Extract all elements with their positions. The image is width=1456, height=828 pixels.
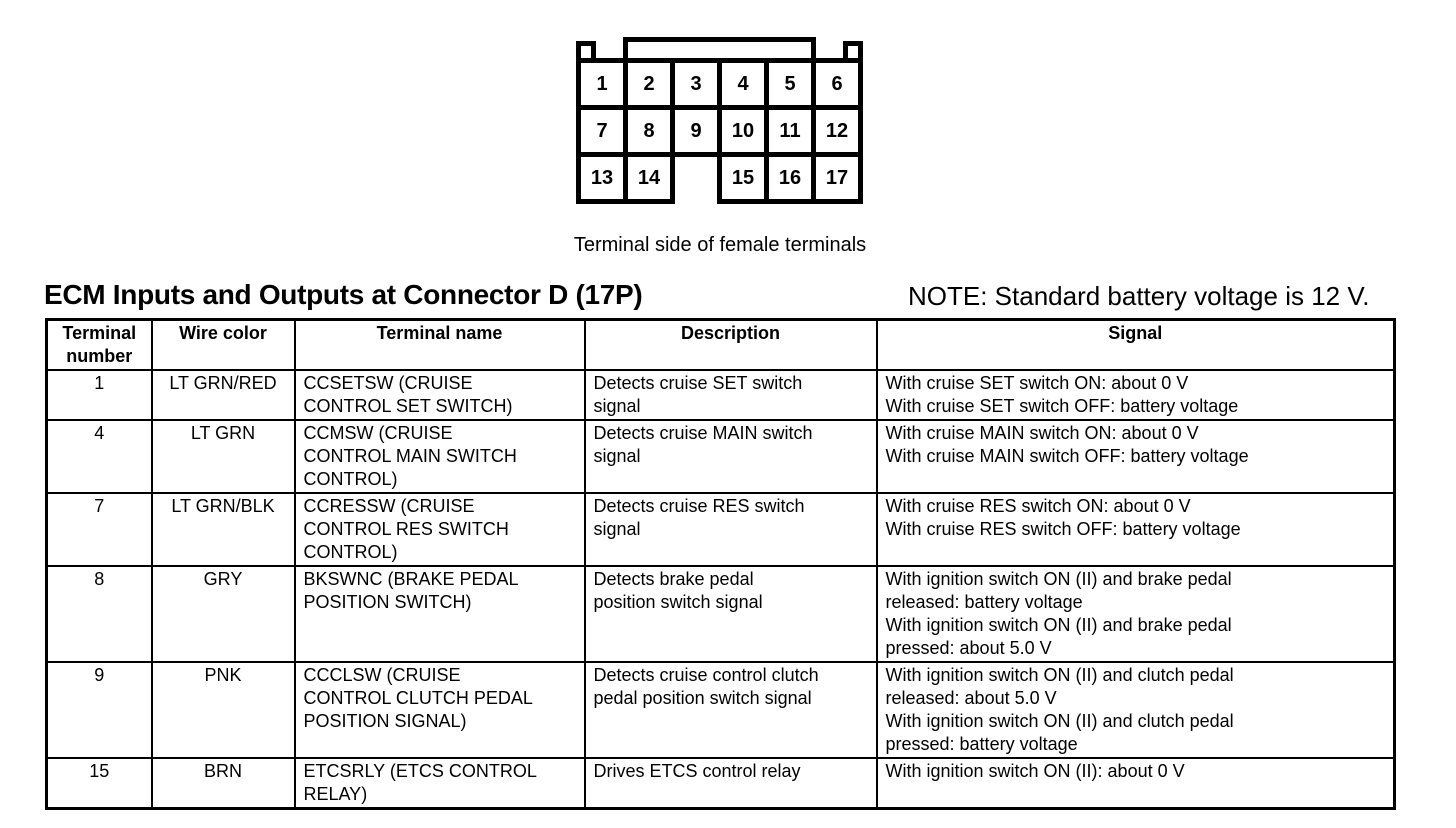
- cell-description: Detects cruise RES switch signal: [583, 492, 878, 567]
- column-header: Terminal name: [293, 318, 586, 371]
- terminal-cell: 15: [717, 152, 769, 204]
- terminal-cell: 13: [576, 152, 628, 204]
- cell-wire-color: GRY: [150, 565, 296, 663]
- cell-terminal-name: BKSWNC (BRAKE PEDAL POSITION SWITCH): [293, 565, 586, 663]
- cell-terminal-name: CCRESSW (CRUISE CONTROL RES SWITCH CONTR…: [293, 492, 586, 567]
- cell-wire-color: LT GRN/RED: [150, 369, 296, 421]
- cell-terminal-name: ETCSRLY (ETCS CONTROL RELAY): [293, 757, 586, 810]
- cell-signal: With cruise SET switch ON: about 0 V Wit…: [875, 369, 1396, 421]
- page-title: ECM Inputs and Outputs at Connector D (1…: [44, 279, 643, 310]
- terminal-cell: 2: [623, 58, 675, 110]
- cell-terminal: 15: [45, 757, 153, 810]
- cell-signal: With ignition switch ON (II) and clutch …: [875, 661, 1396, 759]
- column-header: Signal: [875, 318, 1396, 371]
- connector-caption: Terminal side of female terminals: [573, 234, 867, 256]
- terminal-cell: 10: [717, 105, 769, 157]
- battery-voltage-note: NOTE: Standard battery voltage is 12 V.: [908, 281, 1370, 311]
- cell-wire-color: BRN: [150, 757, 296, 810]
- terminal-cell: 12: [811, 105, 863, 157]
- terminal-cell: 7: [576, 105, 628, 157]
- terminal-cell: 6: [811, 58, 863, 110]
- column-header: Terminal number: [45, 318, 153, 371]
- cell-signal: With cruise RES switch ON: about 0 V Wit…: [875, 492, 1396, 567]
- cell-wire-color: LT GRN: [150, 419, 296, 494]
- cell-terminal: 9: [45, 661, 153, 759]
- cell-terminal: 8: [45, 565, 153, 663]
- cell-description: Drives ETCS control relay: [583, 757, 878, 810]
- terminal-cell: 4: [717, 58, 769, 110]
- cell-terminal-name: CCCLSW (CRUISE CONTROL CLUTCH PEDAL POSI…: [293, 661, 586, 759]
- cell-wire-color: LT GRN/BLK: [150, 492, 296, 567]
- cell-terminal: 7: [45, 492, 153, 567]
- terminal-cell: 17: [811, 152, 863, 204]
- cell-terminal-name: CCSETSW (CRUISE CONTROL SET SWITCH): [293, 369, 586, 421]
- terminal-cell: 3: [670, 58, 722, 110]
- cell-description: Detects cruise SET switch signal: [583, 369, 878, 421]
- terminal-cell: 5: [764, 58, 816, 110]
- terminal-cell: 8: [623, 105, 675, 157]
- cell-description: Detects brake pedal position switch sign…: [583, 565, 878, 663]
- cell-signal: With ignition switch ON (II) and brake p…: [875, 565, 1396, 663]
- cell-description: Detects cruise control clutch pedal posi…: [583, 661, 878, 759]
- cell-description: Detects cruise MAIN switch signal: [583, 419, 878, 494]
- cell-signal: With ignition switch ON (II): about 0 V: [875, 757, 1396, 810]
- terminal-cell: 14: [623, 152, 675, 204]
- column-header: Description: [583, 318, 878, 371]
- terminal-cell: 1: [576, 58, 628, 110]
- column-header: Wire color: [150, 318, 296, 371]
- cell-wire-color: PNK: [150, 661, 296, 759]
- terminal-cell: 11: [764, 105, 816, 157]
- cell-terminal-name: CCMSW (CRUISE CONTROL MAIN SWITCH CONTRO…: [293, 419, 586, 494]
- terminal-cell: 16: [764, 152, 816, 204]
- cell-terminal: 1: [45, 369, 153, 421]
- terminal-cell: 9: [670, 105, 722, 157]
- cell-signal: With cruise MAIN switch ON: about 0 V Wi…: [875, 419, 1396, 494]
- cell-terminal: 4: [45, 419, 153, 494]
